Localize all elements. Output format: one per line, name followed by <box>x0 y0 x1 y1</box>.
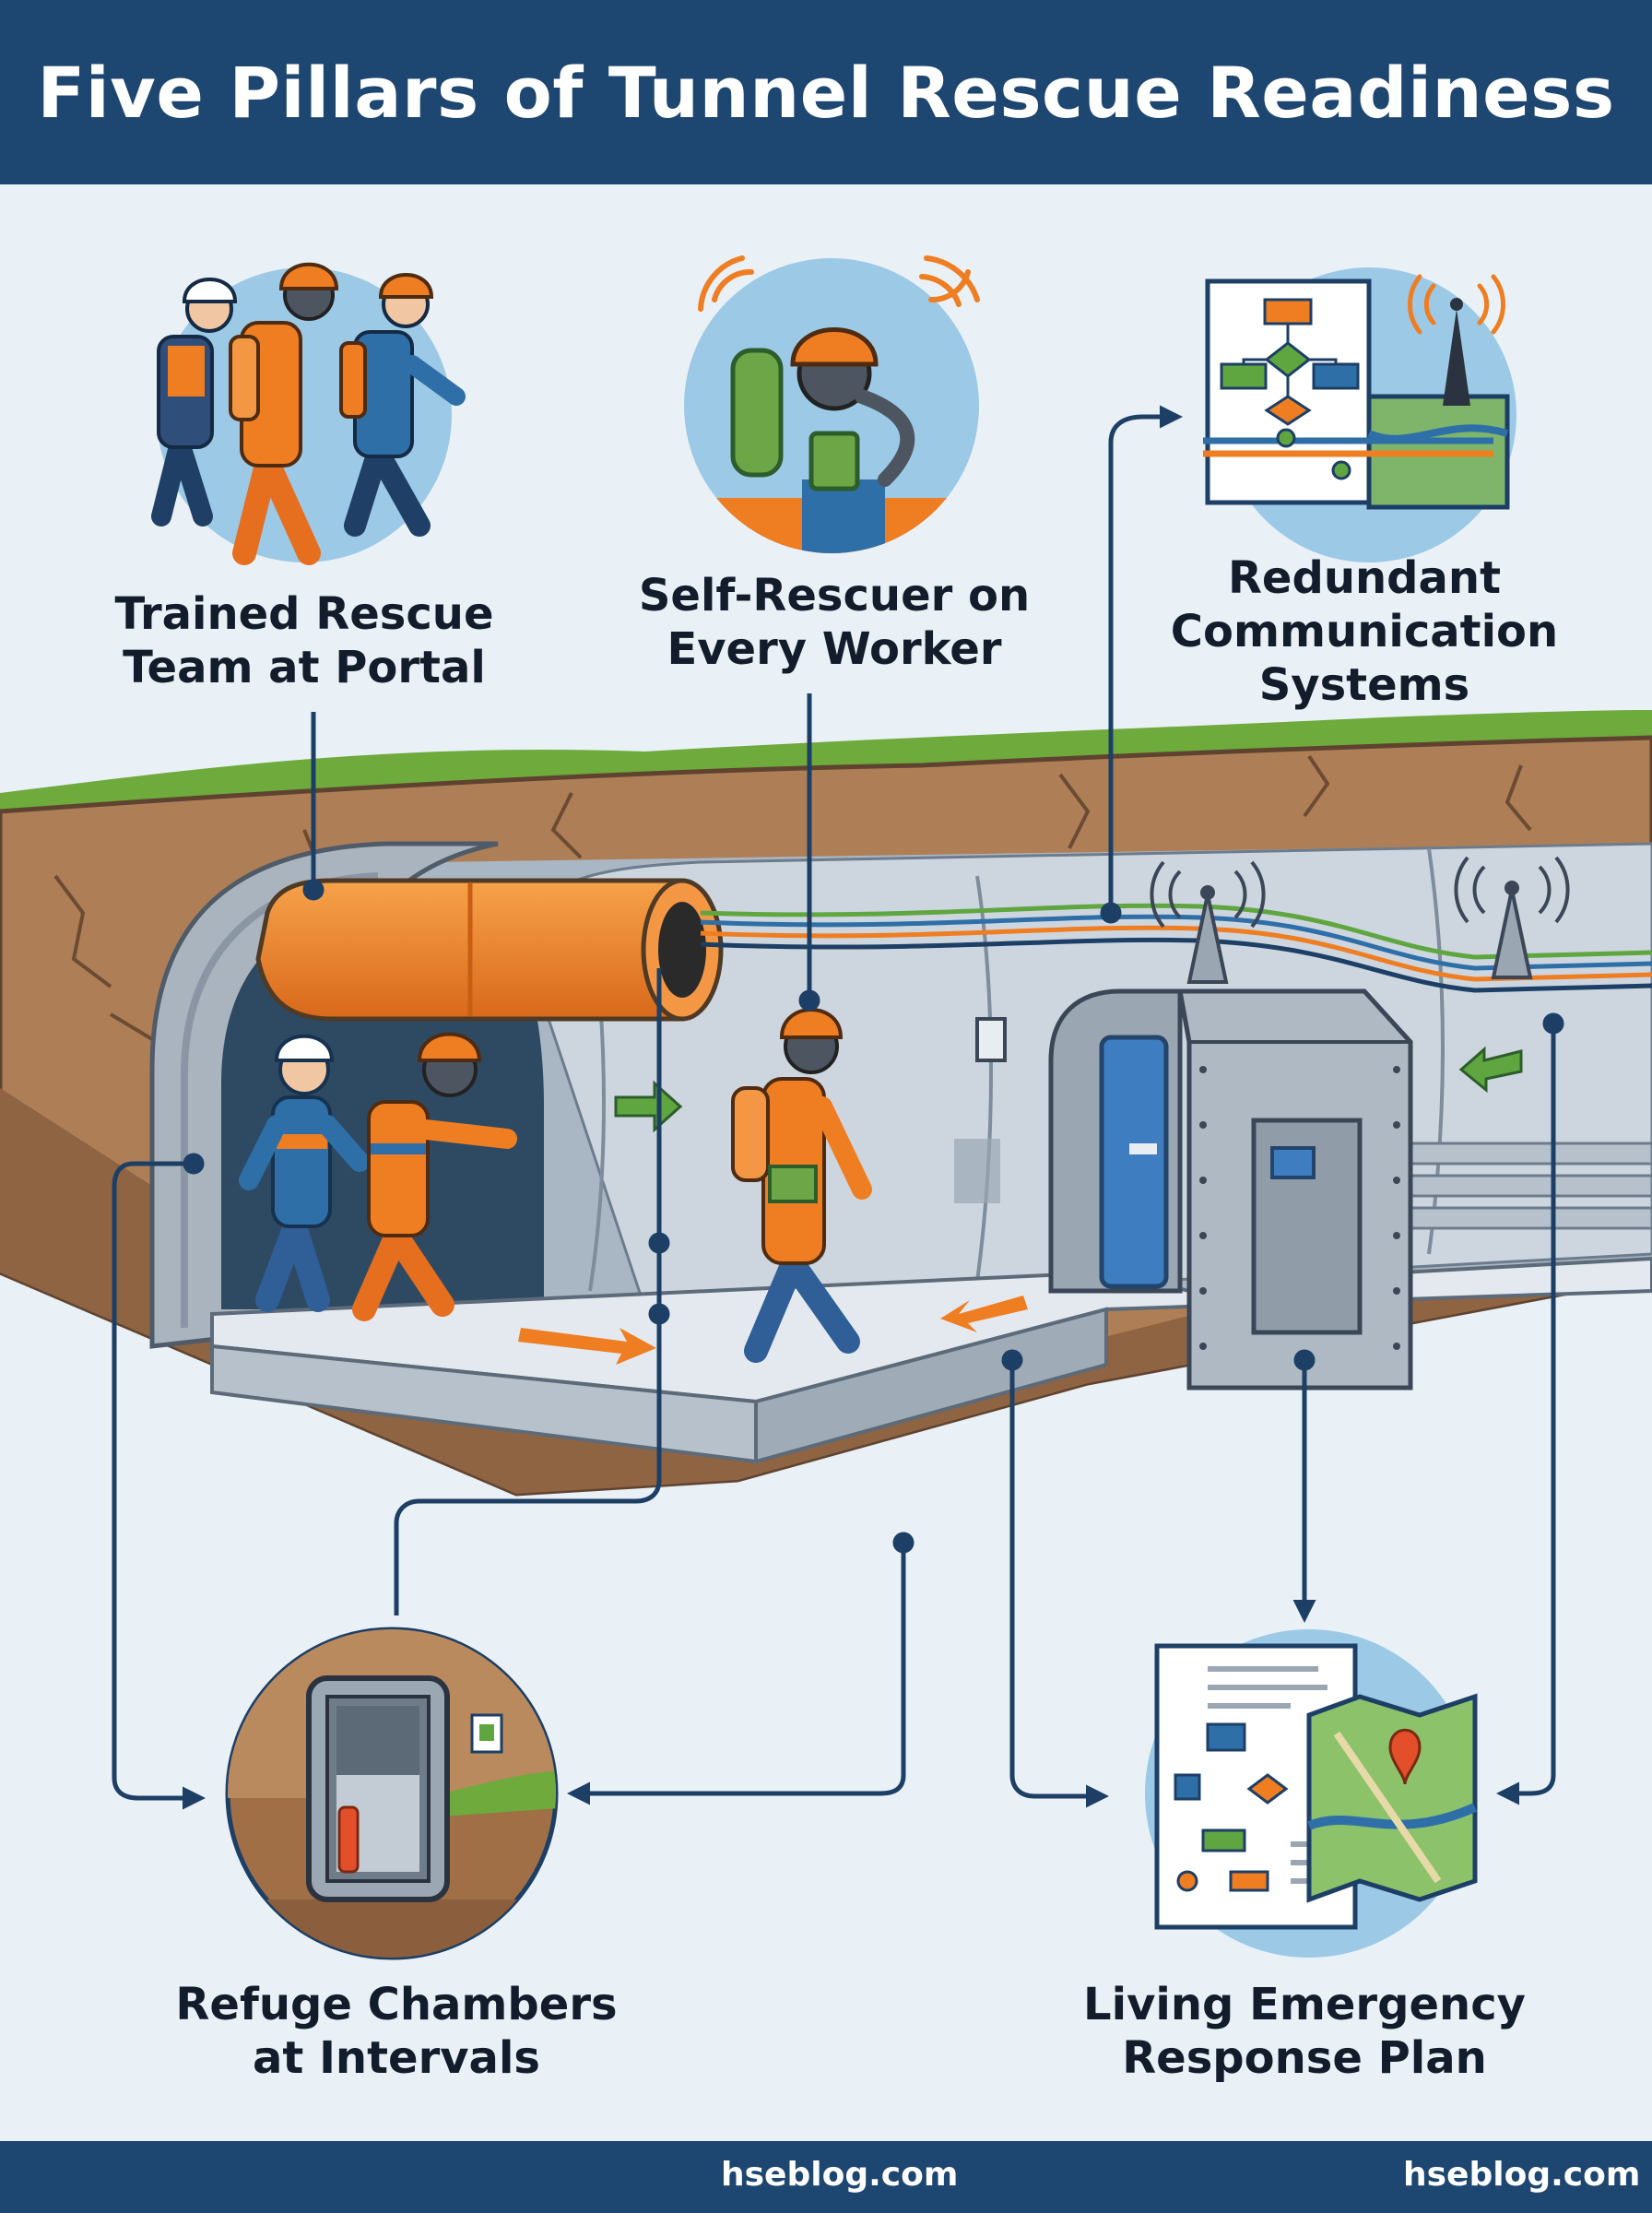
tunnel-antenna-1 <box>1150 860 1266 984</box>
tunnel-antenna-2 <box>1454 856 1570 979</box>
connector-plan-right <box>1496 1024 1556 1805</box>
connector-refuge-up <box>394 1314 662 1615</box>
tunnel-rescue-worker-blue <box>239 1034 370 1312</box>
pillar-label-communication: Redundant Communication Systems <box>1170 552 1559 711</box>
connector-plan-left <box>1009 1360 1109 1808</box>
pillar-label-self-rescuer: Self-Rescuer on Every Worker <box>638 570 1031 675</box>
pillar-label-rescue-team: Trained Rescue Team at Portal <box>114 588 494 693</box>
tunnel-cross-section <box>0 710 1652 1497</box>
refuge-chamber-icon <box>225 1627 559 1960</box>
page-title: Five Pillars of Tunnel Rescue Readiness <box>37 51 1615 134</box>
communication-systems-icon <box>1203 267 1516 562</box>
tunnel-diagram <box>0 255 1652 1960</box>
communication-cables <box>700 903 1652 993</box>
tunnel-pipes-lower <box>1399 1142 1652 1230</box>
connector-communication <box>1108 405 1183 913</box>
pillar-label-refuge-chambers: Refuge Chambers at Intervals <box>175 1979 618 2084</box>
footer-link-center[interactable]: hseblog.com <box>721 2156 959 2194</box>
tunnel-rescue-worker-orange <box>352 1032 517 1321</box>
emergency-plan-map-icon <box>1145 1629 1478 1958</box>
footer-bar: hseblog.com hseblog.com <box>0 2141 1652 2213</box>
footer-link-right[interactable]: hseblog.com <box>1403 2156 1641 2194</box>
refuge-chamber-in-tunnel <box>1048 988 1413 1391</box>
title-banner: Five Pillars of Tunnel Rescue Readiness <box>0 0 1652 184</box>
connector-refuge-left <box>112 1161 206 1810</box>
connector-refuge-right <box>567 1543 906 1805</box>
ventilation-duct <box>255 878 724 1022</box>
self-rescuer-worker-icon <box>684 255 980 553</box>
tunnel-worker-with-self-rescuer <box>731 1008 872 1363</box>
rescue-team-icon <box>151 262 466 565</box>
connector-lines <box>112 405 1564 1810</box>
pillar-label-emergency-plan: Living Emergency Response Plan <box>1083 1979 1526 2084</box>
